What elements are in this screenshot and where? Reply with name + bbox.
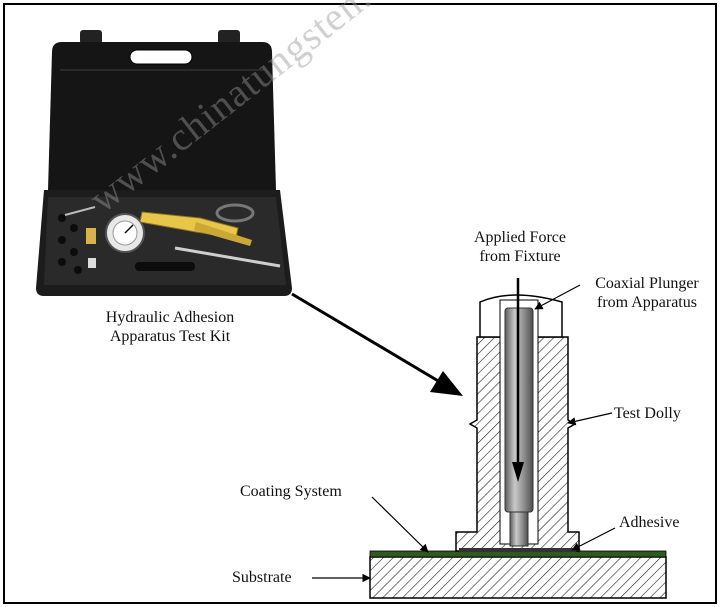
substrate-block — [369, 556, 667, 599]
plunger-leader — [534, 284, 581, 310]
kit-label-line1: Hydraulic Adhesion — [105, 309, 235, 326]
coaxial-plunger-line2: from Apparatus — [597, 294, 697, 311]
applied-force-line1: Applied Force — [474, 229, 566, 246]
applied-force-label: Applied Force from Fixture — [440, 228, 600, 266]
dolly-leader — [567, 412, 613, 426]
substrate-label: Substrate — [232, 569, 292, 586]
adhesive-label: Adhesive — [619, 514, 680, 531]
coaxial-plunger-line1: Coaxial Plunger — [595, 275, 699, 292]
adhesive-leader — [571, 527, 616, 551]
coaxial-plunger-label: Coaxial Plunger from Apparatus — [582, 274, 712, 312]
kit-label: Hydraulic Adhesion Apparatus Test Kit — [70, 308, 270, 346]
applied-force-line2: from Fixture — [479, 248, 561, 265]
test-dolly-label: Test Dolly — [614, 405, 681, 422]
coating-system-label: Coating System — [240, 483, 342, 500]
coating-leader — [371, 496, 429, 553]
test-kit-case — [36, 30, 292, 296]
pointer-arrow — [291, 292, 463, 396]
kit-label-line2: Apparatus Test Kit — [109, 328, 231, 345]
coaxial-plunger — [504, 278, 534, 547]
